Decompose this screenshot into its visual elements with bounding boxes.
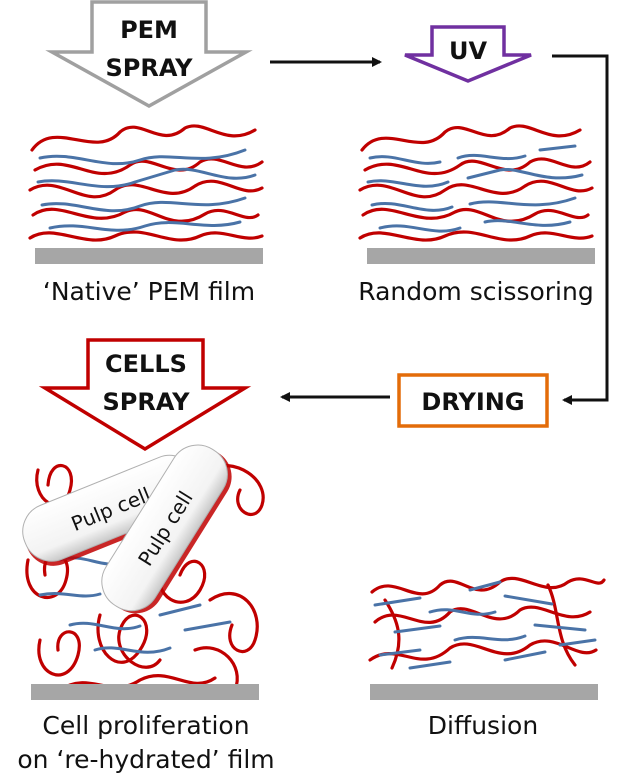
substrate xyxy=(370,684,598,700)
cells-label: CELLS xyxy=(105,350,187,378)
substrate xyxy=(367,248,595,264)
diffused-film xyxy=(368,576,606,700)
drying-label: DRYING xyxy=(421,388,524,416)
cells-spray-arrow: CELLS SPRAY xyxy=(38,338,252,452)
caption-native-film: ‘Native’ PEM film xyxy=(43,277,255,306)
spray-label: SPRAY xyxy=(105,54,193,82)
uv-label: UV xyxy=(449,37,487,65)
rehydrated-film: Pulp cell Pulp cell xyxy=(22,444,265,700)
caption-random-scissoring: Random scissoring xyxy=(358,277,593,306)
arrow-uv-to-drying xyxy=(552,54,609,405)
substrate xyxy=(31,684,259,700)
uv-arrow: UV xyxy=(404,25,532,83)
pem-spray-arrow: PEM SPRAY xyxy=(45,0,253,109)
caption-diffusion: Diffusion xyxy=(428,711,538,740)
cells-spray-label: SPRAY xyxy=(102,388,190,416)
native-film xyxy=(28,124,264,264)
pulp-cell: Pulp cell xyxy=(101,444,232,614)
pem-label: PEM xyxy=(120,16,178,44)
scissored-film xyxy=(358,124,595,264)
caption-cell-proliferation-line2: on ‘re-hydrated’ film xyxy=(17,745,274,774)
substrate xyxy=(35,248,263,264)
drying-box: DRYING xyxy=(397,373,549,428)
caption-cell-proliferation-line1: Cell proliferation xyxy=(42,711,249,740)
